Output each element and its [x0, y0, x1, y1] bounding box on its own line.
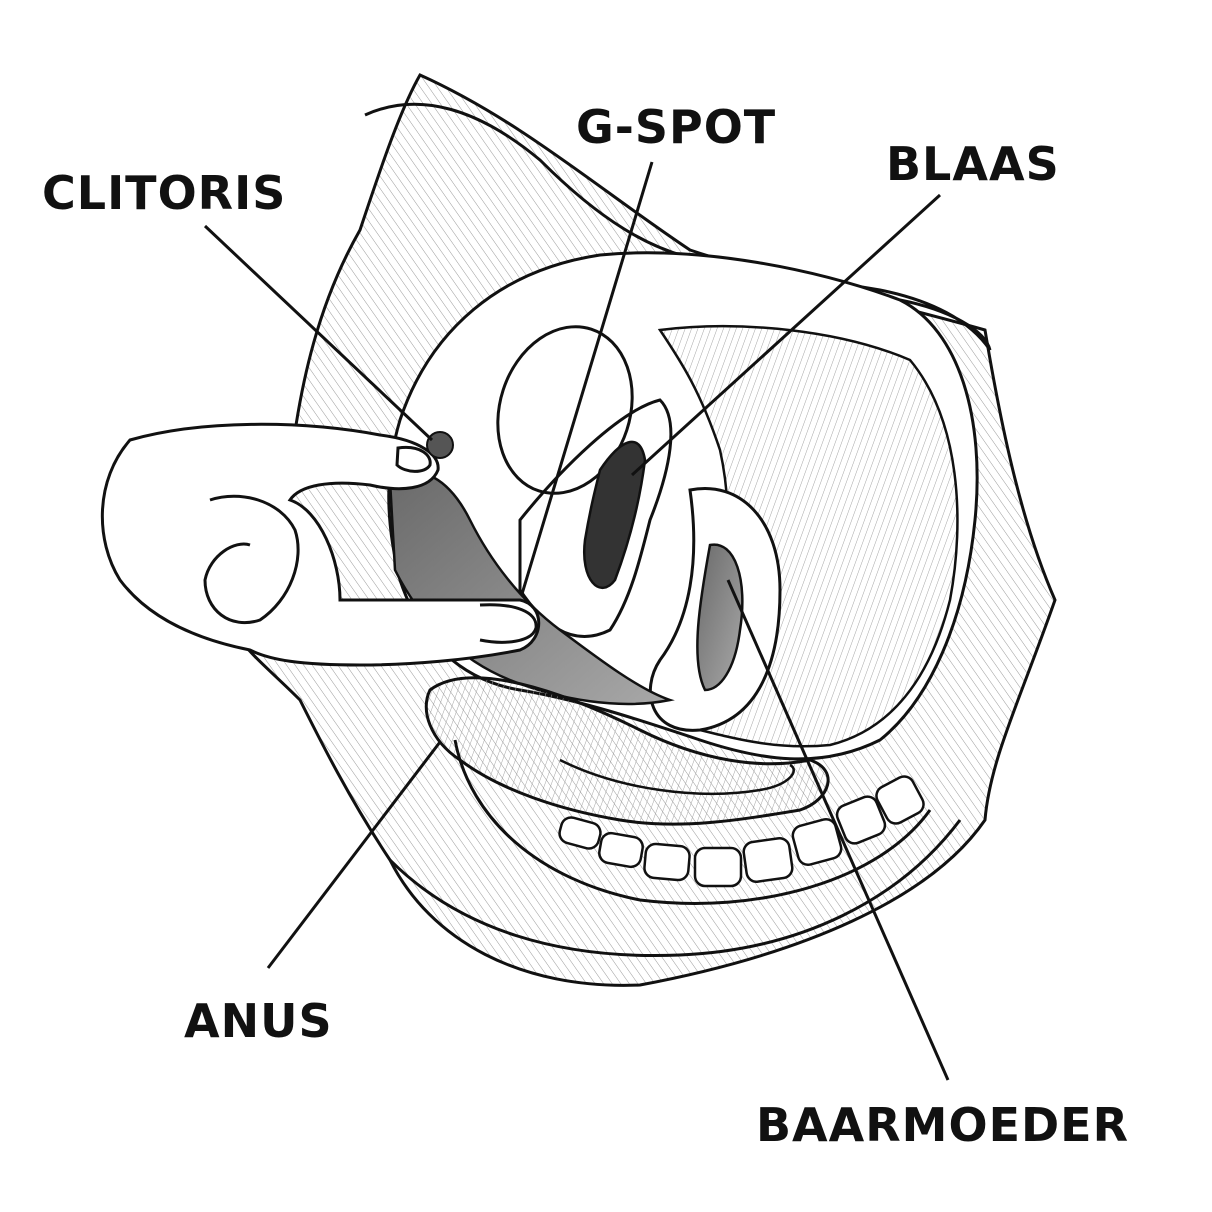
leader-anus: [266, 741, 442, 969]
curled-fingers: [203, 494, 300, 625]
coccyx: [558, 775, 925, 888]
vaginal-canal: [582, 440, 647, 589]
label-baarmoeder: BAARMOEDER: [756, 1098, 1130, 1152]
fingernail-top: [395, 445, 432, 473]
uterus-inner: [696, 543, 744, 692]
leader-gspot: [520, 161, 654, 595]
label-anus: ANUS: [184, 994, 333, 1048]
leader-clitoris: [203, 224, 434, 442]
inner-bowl: [453, 739, 932, 905]
lower-pelvis: [388, 819, 962, 958]
rectum: [424, 676, 830, 826]
fingertip-lower: [479, 603, 538, 644]
bladder: [496, 325, 634, 495]
rectum-inner: [559, 758, 795, 795]
clitoris-marker: [426, 431, 454, 459]
callout-lines: [203, 161, 950, 1081]
canal-wall: [518, 398, 673, 638]
label-clitoris: CLITORIS: [42, 166, 287, 220]
leader-baarmoeder: [726, 579, 950, 1081]
label-g-spot: G-SPOT: [576, 100, 777, 154]
leader-blaas: [630, 193, 942, 477]
label-blaas: BLAAS: [886, 137, 1060, 191]
